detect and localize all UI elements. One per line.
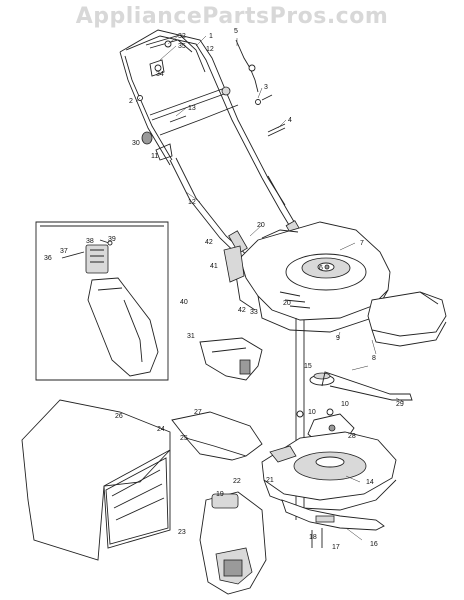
callout-33: 33 — [250, 309, 258, 316]
callout-9: 9 — [336, 335, 340, 342]
callout-24: 24 — [157, 426, 165, 433]
blade-housing — [261, 431, 397, 511]
callout-2: 2 — [129, 98, 133, 105]
callout-34: 34 — [156, 71, 164, 78]
callout-20b: 20 — [283, 300, 291, 307]
callout-10: 10 — [308, 409, 316, 416]
callout-20: 20 — [257, 222, 265, 229]
callout-6: 6 — [319, 265, 323, 272]
callout-22: 22 — [233, 478, 241, 485]
callout-10b: 10 — [341, 401, 349, 408]
grass-bag — [21, 399, 171, 561]
callout-5: 5 — [234, 28, 238, 35]
callout-labels: 32 1 35 5 34 2 3 13 4 30 11 12 20 42 41 … — [44, 28, 404, 551]
callout-26: 26 — [115, 413, 123, 420]
callout-28: 28 — [348, 433, 356, 440]
mower-deck — [223, 221, 391, 333]
callout-1: 1 — [209, 33, 213, 40]
callout-18: 18 — [309, 534, 317, 541]
callout-41: 41 — [210, 263, 218, 270]
callout-19: 19 — [216, 491, 224, 498]
callout-38: 38 — [86, 238, 94, 245]
callout-37: 37 — [60, 248, 68, 255]
control-cable — [159, 39, 259, 136]
callout-17: 17 — [332, 544, 340, 551]
callout-23: 23 — [178, 529, 186, 536]
callout-39: 39 — [108, 236, 116, 243]
callout-31: 31 — [187, 333, 195, 340]
callout-27: 27 — [194, 409, 202, 416]
callout-8: 8 — [372, 355, 376, 362]
callout-13: 13 — [188, 105, 196, 112]
inset-box — [35, 221, 169, 381]
callout-42: 42 — [205, 239, 213, 246]
callout-14: 14 — [366, 479, 374, 486]
callout-12b: 12 — [206, 46, 214, 53]
callout-36: 36 — [44, 255, 52, 262]
callout-3: 3 — [264, 84, 268, 91]
callout-11: 11 — [151, 153, 158, 160]
mower-blade — [281, 499, 385, 548]
callout-21: 21 — [266, 477, 274, 484]
callout-40: 40 — [180, 299, 188, 306]
rear-flap — [367, 291, 447, 347]
deflector — [199, 337, 263, 381]
handle-hardware — [137, 40, 286, 161]
callout-12: 12 — [188, 199, 196, 206]
callout-30: 30 — [132, 140, 140, 147]
callout-25: 25 — [180, 435, 188, 442]
rear-bag — [199, 491, 267, 595]
callout-42b: 42 — [238, 307, 246, 314]
callout-35: 35 — [178, 43, 186, 50]
callout-4: 4 — [288, 117, 292, 124]
mulch-adapter — [171, 411, 263, 461]
callout-29: 29 — [396, 401, 404, 408]
upper-handle — [119, 29, 286, 206]
callout-15: 15 — [304, 363, 312, 370]
watermark: AppliancePartsPros.com — [75, 4, 389, 29]
callout-16: 16 — [370, 541, 378, 548]
callout-32: 32 — [178, 33, 186, 40]
leader-lines — [135, 35, 405, 541]
callout-7: 7 — [360, 240, 364, 247]
